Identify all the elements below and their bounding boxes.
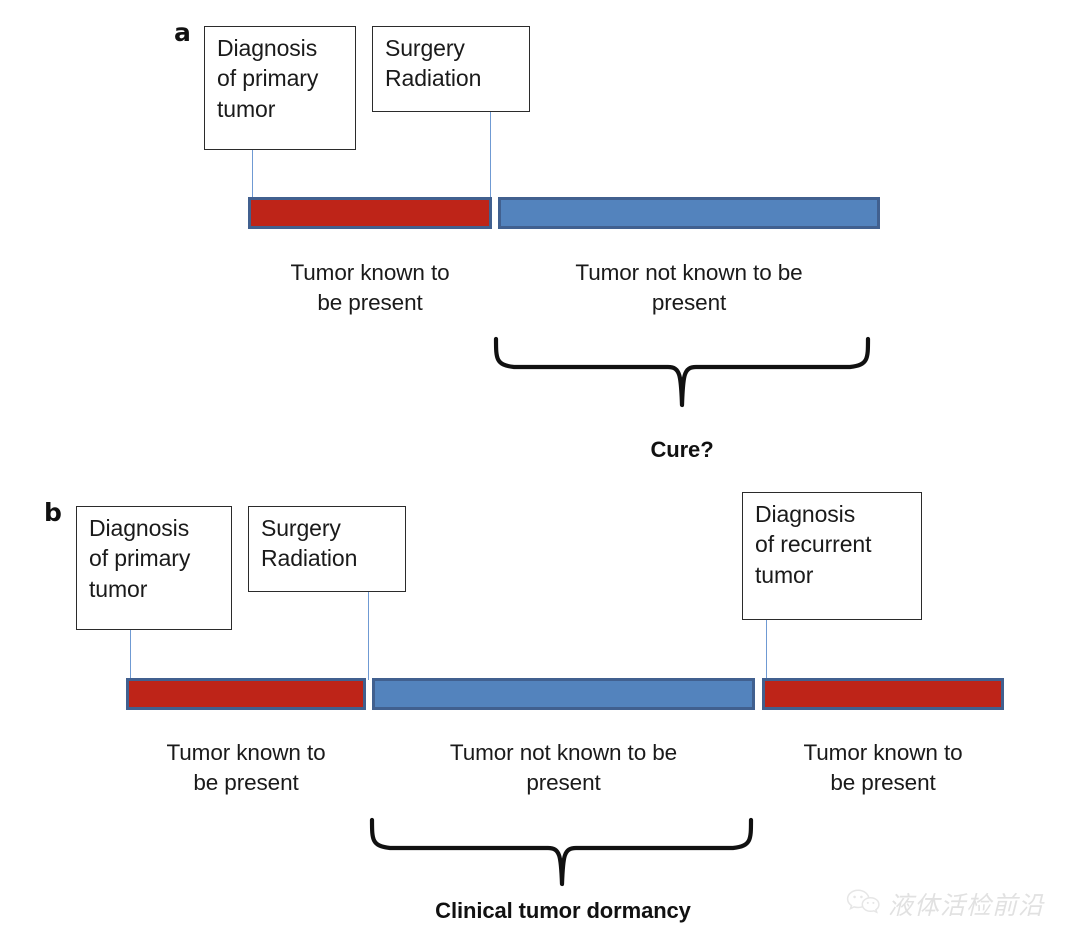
panel-a-brace [492, 336, 872, 409]
panel-b-bar-tumor-known-present-2 [762, 678, 1004, 710]
panel-b-connector-surgery-radiation [368, 592, 370, 680]
watermark-text: 液体活检前沿 [888, 891, 1045, 920]
panel-b-box-diagnosis-recurrent: Diagnosis of recurrent tumor [742, 492, 922, 620]
panel-b-caption-tumor-known-present-2: Tumor known to be present [803, 740, 963, 796]
watermark: 液体活检前沿 [846, 886, 1044, 922]
panel-b-caption-tumor-known-present-1: Tumor known to be present [166, 740, 326, 796]
panel-b-letter: b [44, 498, 62, 527]
panel-a-box-diagnosis-primary: Diagnosis of primary tumor [204, 26, 356, 150]
panel-b-bar-tumor-not-known-present [372, 678, 755, 710]
panel-a-bar-tumor-known-present [248, 197, 492, 229]
panel-a-box-surgery-radiation: Surgery Radiation [372, 26, 530, 112]
panel-a-letter: a [174, 18, 191, 47]
panel-b-connector-diagnosis-primary [130, 630, 132, 680]
wechat-icon [846, 888, 880, 921]
panel-b-bar-tumor-known-present-1 [126, 678, 366, 710]
panel-b-brace [368, 817, 755, 888]
panel-a-bar-tumor-not-known-present [498, 197, 880, 229]
panel-a-connector-diagnosis-primary [252, 150, 254, 200]
panel-a-connector-surgery-radiation [490, 112, 492, 200]
panel-a-caption-tumor-not-known-present: Tumor not known to be present [575, 260, 803, 316]
panel-b-connector-diagnosis-recurrent [766, 620, 768, 680]
panel-b-box-diagnosis-primary: Diagnosis of primary tumor [76, 506, 232, 630]
panel-a-brace-label: Cure? [650, 437, 714, 462]
panel-b-caption-tumor-not-known-present: Tumor not known to be present [449, 740, 678, 796]
panel-b-brace-label: Clinical tumor dormancy [435, 898, 691, 923]
panel-a-caption-tumor-known-present: Tumor known to be present [290, 260, 450, 316]
panel-b-box-surgery-radiation: Surgery Radiation [248, 506, 406, 592]
